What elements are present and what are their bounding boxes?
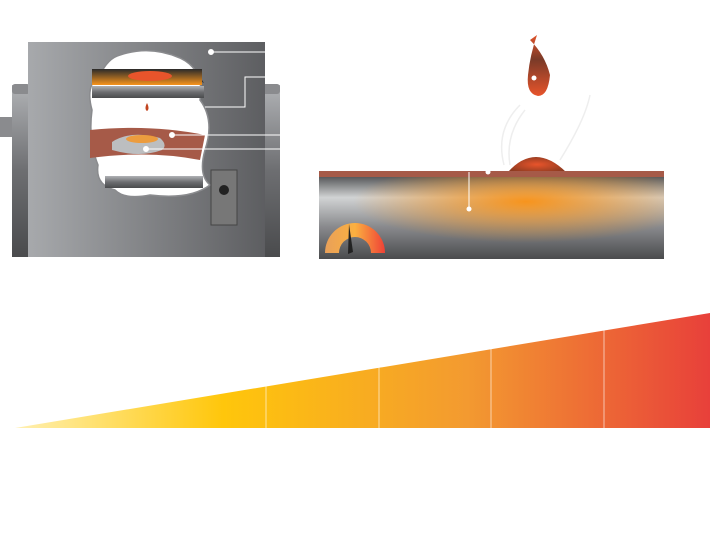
- copper-strip: [319, 171, 664, 177]
- callout-lines: [143, 49, 280, 152]
- right-rail: [262, 85, 280, 257]
- molten-droplet: [527, 35, 550, 96]
- left-rail: [12, 85, 30, 257]
- side-port: [0, 117, 14, 137]
- control-plate: [210, 169, 238, 226]
- furnace-illustration: [0, 42, 280, 257]
- port-hole: [219, 185, 229, 195]
- wedge-dividers: [265, 330, 605, 428]
- filler-drop: [145, 103, 149, 111]
- braze-bead: [508, 157, 566, 172]
- intensity-wedge: [15, 313, 710, 428]
- lower-tube: [105, 176, 203, 188]
- heat-glow: [128, 71, 172, 81]
- gauge-needle: [348, 224, 353, 254]
- joint-illustration: [319, 35, 664, 259]
- wedge-shape: [15, 313, 710, 428]
- temperature-gauge: [325, 223, 385, 253]
- upper-tube: [92, 86, 204, 98]
- vapor: [500, 94, 591, 166]
